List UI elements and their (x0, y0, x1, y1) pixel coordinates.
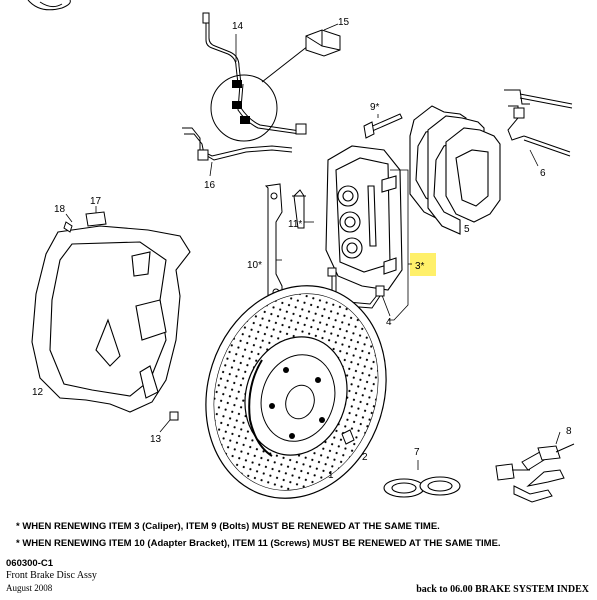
clip-details (232, 80, 250, 124)
adapter-screws (292, 189, 306, 229)
label-item-18: 18 (54, 204, 66, 215)
label-item-17: 17 (90, 196, 102, 207)
label-item-10: 10* (247, 260, 262, 271)
bleed-screws (495, 443, 575, 503)
diagram-title: Front Brake Disc Assy (6, 570, 97, 581)
note-item-10: * WHEN RENEWING ITEM 10 (Adapter Bracket… (16, 538, 501, 549)
note-item-3: * WHEN RENEWING ITEM 3 (Caliper), ITEM 9… (16, 521, 440, 532)
diagram-footer: 060300-C1 Front Brake Disc Assy August 2… (6, 558, 97, 594)
label-item-1: 1 (328, 470, 334, 481)
detail-magnifier (210, 74, 278, 142)
shield-screw (63, 211, 179, 421)
label-item-15: 15 (338, 17, 350, 28)
label-item-5: 5 (464, 224, 470, 235)
brake-caliper (325, 145, 403, 291)
adapter-bracket (264, 183, 283, 301)
bracket-clip (305, 29, 341, 57)
washers (383, 476, 461, 498)
brake-disc (205, 285, 387, 499)
caliper-bolts (363, 113, 403, 139)
label-item-12: 12 (32, 387, 44, 398)
highlight-callout-item-3 (410, 253, 436, 276)
label-item-6: 6 (540, 168, 546, 179)
label-item-7: 7 (414, 447, 420, 458)
label-item-16: 16 (204, 180, 216, 191)
label-item-9: 9* (370, 102, 380, 113)
diagram-date: August 2008 (6, 583, 53, 593)
pad-retaining-pins (504, 89, 573, 157)
label-item-13: 13 (150, 434, 162, 445)
disc-screw (341, 429, 355, 445)
dust-shield (31, 225, 191, 413)
partial-component-top-left (27, 0, 71, 11)
label-item-4: 4 (386, 317, 392, 328)
label-item-11: 11* (288, 219, 302, 230)
diagram-code: 060300-C1 (6, 558, 54, 569)
wear-sensor-lead (202, 12, 307, 135)
label-item-14: 14 (232, 21, 244, 32)
brake-hose (182, 127, 293, 161)
label-item-2: 2 (362, 452, 368, 463)
brake-pads (409, 105, 501, 235)
label-item-3: 3* (415, 261, 425, 272)
label-item-8: 8 (566, 426, 572, 437)
exploded-view-diagram: 1 2 3* 4 5 6 7 8 9* 10* 11* 12 13 14 15 … (27, 0, 575, 503)
back-to-index-link[interactable]: back to 06.00 BRAKE SYSTEM INDEX (416, 584, 589, 595)
renewal-notes: * WHEN RENEWING ITEM 3 (Caliper), ITEM 9… (16, 518, 501, 552)
